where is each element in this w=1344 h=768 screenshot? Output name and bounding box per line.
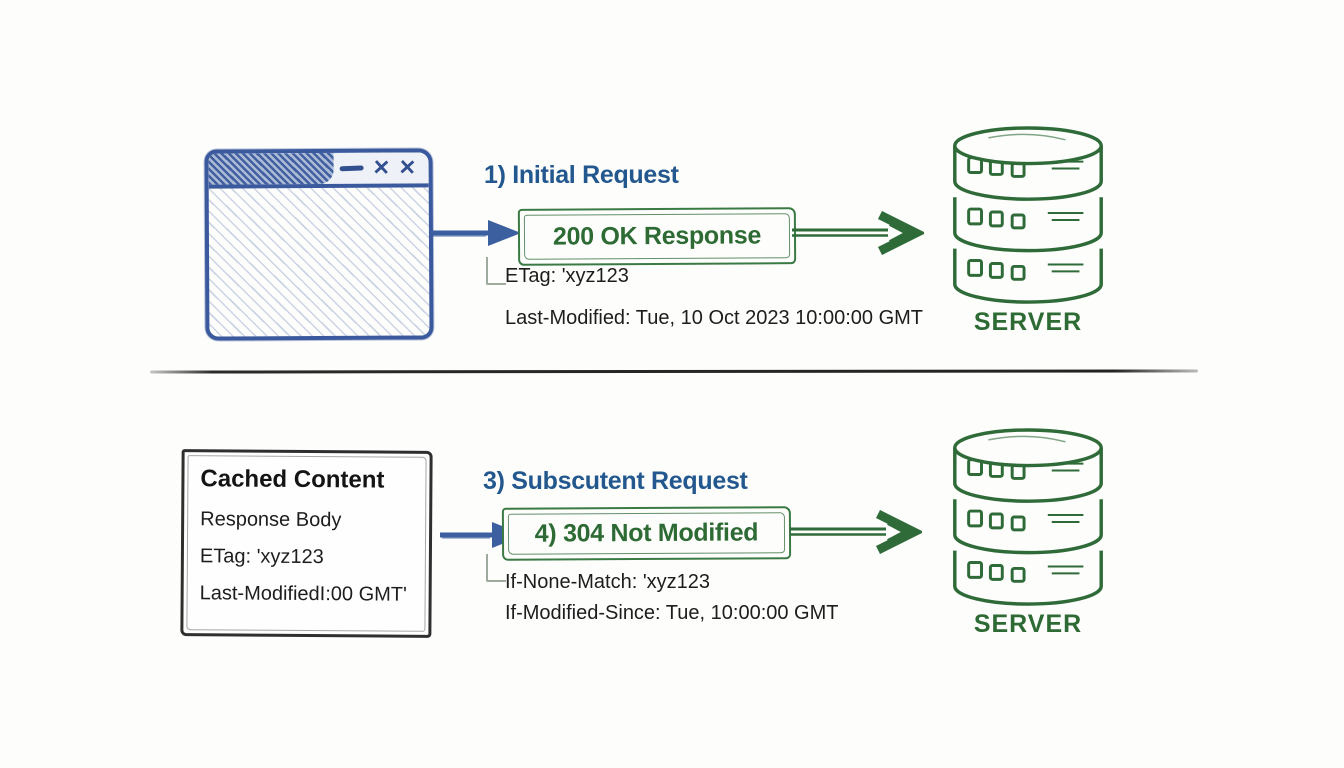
cached-response-body: Response Body [200, 508, 342, 532]
server-top: SERVER [946, 124, 1110, 337]
cached-etag: ETag: 'xyz123 [199, 545, 324, 569]
section-divider [149, 369, 1199, 374]
close-icon: ✕ [398, 156, 418, 180]
cached-content-box: Cached Content Response Body ETag: 'xyz1… [180, 449, 433, 638]
server-bottom: SERVER [946, 426, 1110, 639]
header-bracket-connector [486, 554, 506, 582]
server-label: SERVER [973, 308, 1083, 336]
to-server-arrow-icon [790, 510, 922, 554]
if-modified-since-header: If-Modified-Since: Tue, 10:00:00 GMT [505, 602, 839, 624]
if-none-match-header: If-None-Match: 'xyz123 [505, 571, 711, 593]
browser-window: ✕ ✕ [204, 148, 434, 341]
cached-last-modified: Last-ModifiedI:00 GMT' [199, 582, 407, 606]
minimize-icon [339, 165, 364, 172]
response-200-box: 200 OK Response [517, 207, 797, 266]
browser-titlebar: ✕ ✕ [208, 152, 429, 189]
last-modified-header: Last-Modified: Tue, 10 Oct 2023 10:00:00… [505, 307, 924, 329]
close-icon: ✕ [371, 156, 391, 181]
database-server-icon [953, 428, 1103, 606]
response-304-box: 4) 304 Not Modified [501, 506, 792, 561]
response-304-label: 4) 304 Not Modified [534, 518, 759, 548]
database-server-icon [953, 126, 1103, 304]
step-1-heading: 1) Initial Request [484, 161, 679, 189]
server-label: SERVER [973, 610, 1083, 638]
request-arrow-icon [428, 217, 523, 249]
step-3-heading: 3) Subscutent Request [483, 467, 748, 495]
header-bracket-connector [486, 257, 506, 285]
to-server-arrow-icon [792, 211, 924, 255]
etag-header: ETag: 'xyz123 [505, 265, 629, 287]
cached-content-title: Cached Content [200, 465, 385, 494]
response-200-label: 200 OK Response [552, 221, 762, 251]
